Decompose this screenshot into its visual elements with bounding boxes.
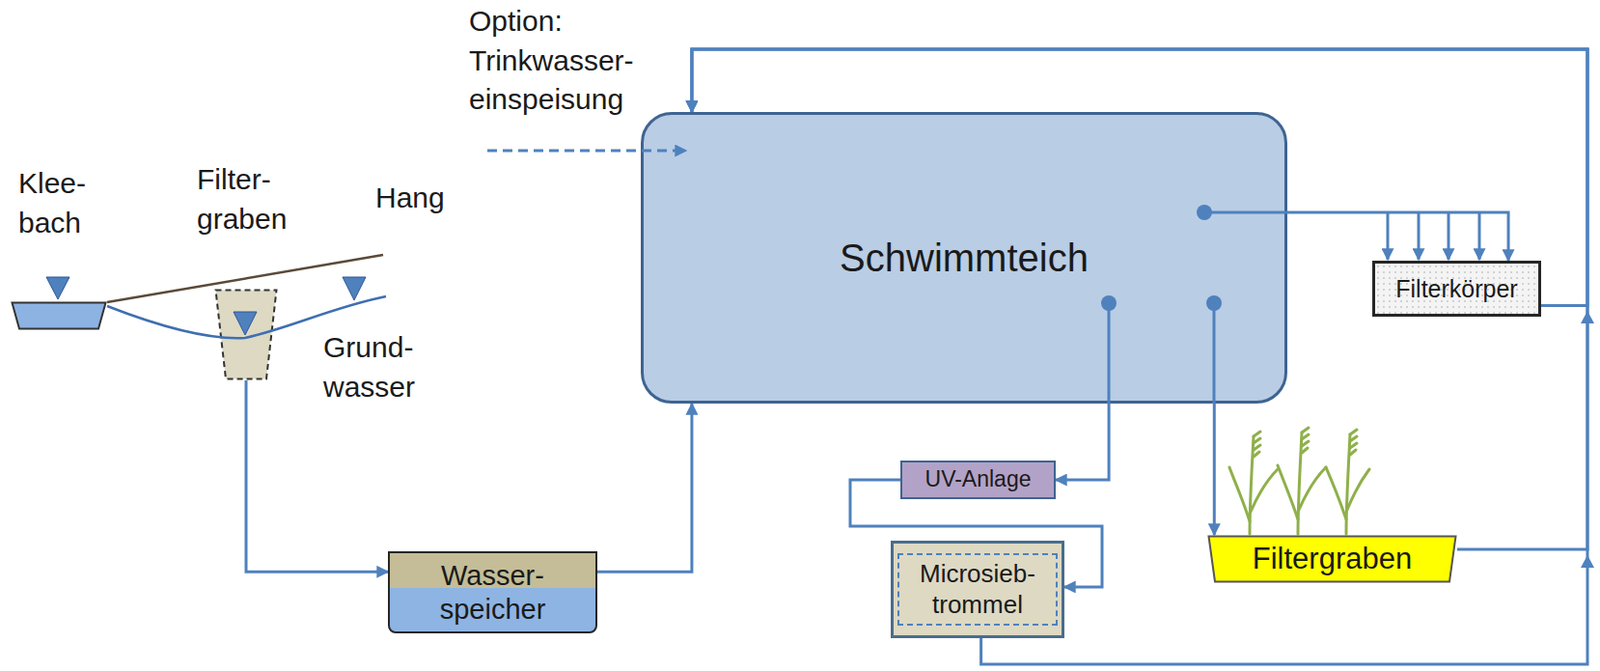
node-label: Wasser- speicher <box>440 558 547 627</box>
stream-basin: Klee- bach <box>10 301 108 331</box>
spray-arrow <box>1386 212 1390 260</box>
optional-feed-arrow <box>487 149 687 153</box>
water-level-symbol <box>46 276 70 300</box>
intake-dot <box>1101 295 1117 311</box>
node-label: Filterkörper <box>1395 274 1518 304</box>
flow-connector <box>1287 212 1509 261</box>
reed-leaf <box>1229 467 1250 522</box>
reed-filter-trench: Filtergraben <box>1207 534 1458 583</box>
flow-connector <box>246 380 388 572</box>
microsieve-drum: Microsieb- trommel <box>890 540 1065 638</box>
reed-leaf <box>1325 467 1347 520</box>
intake-dot <box>1206 295 1222 311</box>
flow-connector <box>1213 403 1216 535</box>
trapezoid-shape <box>12 303 107 330</box>
node-label: Microsieb- trommel <box>919 558 1036 619</box>
swimming-pond: Schwimmteich <box>640 111 1288 404</box>
reed-plants <box>1229 427 1370 534</box>
intake-pipe <box>1107 303 1111 404</box>
node-label: Klee- bach <box>18 164 86 243</box>
annotation-label: Hang <box>375 178 445 219</box>
node-label: Schwimmteich <box>839 234 1089 281</box>
trapezoid-shape <box>216 290 277 380</box>
reed-leaf <box>1250 468 1278 512</box>
trapezoid-shape <box>1209 536 1457 582</box>
reed-head <box>1350 429 1357 455</box>
filter-trench-outline <box>214 288 278 381</box>
water-tank: Wasser- speicher <box>387 551 598 634</box>
reed-leaf <box>1347 468 1370 510</box>
water-level-symbol <box>233 311 257 335</box>
intake-dot <box>1196 204 1213 221</box>
flow-connector <box>1055 403 1109 480</box>
reed-leaf <box>1298 467 1326 510</box>
node-label: Filtergraben <box>1252 540 1412 577</box>
spray-arrow <box>1417 212 1421 260</box>
slope-line <box>107 254 384 303</box>
spray-arrow <box>1478 212 1482 260</box>
flow-connector <box>597 403 692 572</box>
annotation-label: Grund- wasser <box>323 328 415 407</box>
stream-basin-outline <box>10 301 108 331</box>
filter-body: Filterkörper <box>1372 260 1542 317</box>
node-label: Filter- graben <box>196 160 287 239</box>
reed-head <box>1301 427 1309 453</box>
node-label: UV-Anlage <box>925 466 1032 494</box>
intake-pipe <box>1213 303 1216 404</box>
reed-head <box>1253 431 1261 457</box>
annotation-label: Option: Trinkwasser- einspeisung <box>468 1 635 120</box>
spray-arrow <box>1447 212 1451 260</box>
reed-leaf <box>1277 465 1298 520</box>
water-level-symbol <box>342 276 366 301</box>
intake-pipe <box>1204 211 1288 215</box>
uv-unit: UV-Anlage <box>900 460 1056 499</box>
filter-trench: Filter- graben <box>214 288 278 381</box>
groundwater-line <box>107 296 387 338</box>
